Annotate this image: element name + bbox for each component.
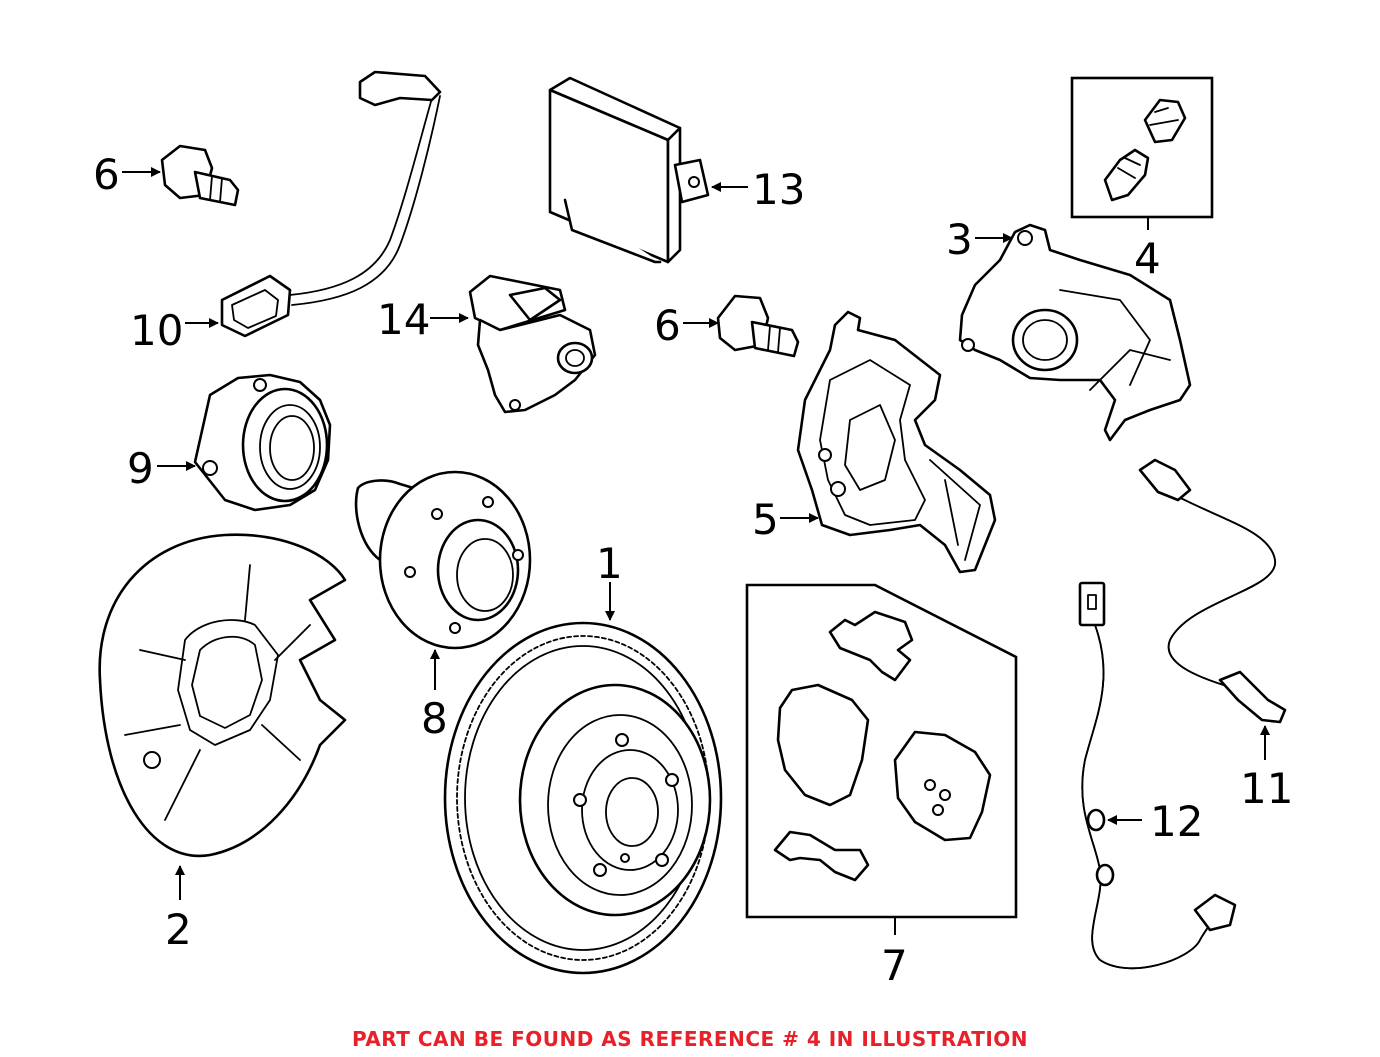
brake-pad-kit-7	[745, 583, 1018, 919]
caliper-bracket-5	[796, 310, 997, 574]
reference-note: PART CAN BE FOUND AS REFERENCE # 4 IN IL…	[351, 1027, 1029, 1051]
label-10: 10	[130, 306, 183, 355]
bolt-6b	[716, 294, 800, 358]
callout-arrows	[122, 167, 1270, 935]
module-13	[548, 76, 710, 264]
label-14: 14	[377, 295, 430, 344]
brake-disc-1	[443, 621, 723, 975]
dust-shield-2	[98, 533, 347, 858]
bolt-6a	[160, 144, 240, 207]
label-12: 12	[1150, 797, 1203, 846]
label-13: 13	[752, 165, 805, 214]
label-5: 5	[752, 495, 779, 544]
callout-labels: 1 2 3 4 5 6 6 7 8 9 10 11 12 13 14	[93, 150, 1293, 990]
wheel-bearing-9	[193, 373, 332, 512]
caliper-3	[958, 223, 1192, 442]
label-4: 4	[1134, 234, 1161, 283]
actuator-14	[468, 274, 597, 414]
bleeder-kit-4	[1070, 76, 1214, 219]
label-2: 2	[165, 905, 192, 954]
label-9: 9	[127, 444, 154, 493]
brake-hose-11	[1138, 458, 1287, 724]
label-8: 8	[421, 694, 448, 743]
wear-sensor-10	[220, 70, 442, 338]
label-6b: 6	[654, 301, 681, 350]
label-6a: 6	[93, 150, 120, 199]
hub-8	[354, 470, 532, 650]
label-3: 3	[946, 215, 973, 264]
label-11: 11	[1240, 764, 1293, 813]
speed-sensor-12	[1078, 581, 1237, 970]
label-1: 1	[596, 539, 623, 588]
label-7: 7	[881, 941, 908, 990]
